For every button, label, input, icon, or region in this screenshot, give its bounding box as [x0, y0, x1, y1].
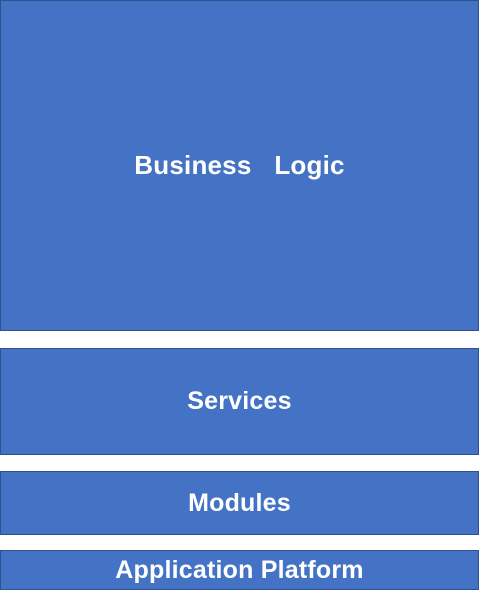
application-platform-layer: Application Platform — [0, 550, 479, 590]
services-label: Services — [187, 387, 292, 415]
business-logic-layer: Business Logic — [0, 0, 479, 331]
modules-label: Modules — [188, 488, 291, 517]
application-platform-label: Application Platform — [115, 555, 364, 584]
services-layer: Services — [0, 348, 479, 455]
business-logic-label: Business Logic — [134, 150, 345, 180]
modules-layer: Modules — [0, 471, 479, 535]
